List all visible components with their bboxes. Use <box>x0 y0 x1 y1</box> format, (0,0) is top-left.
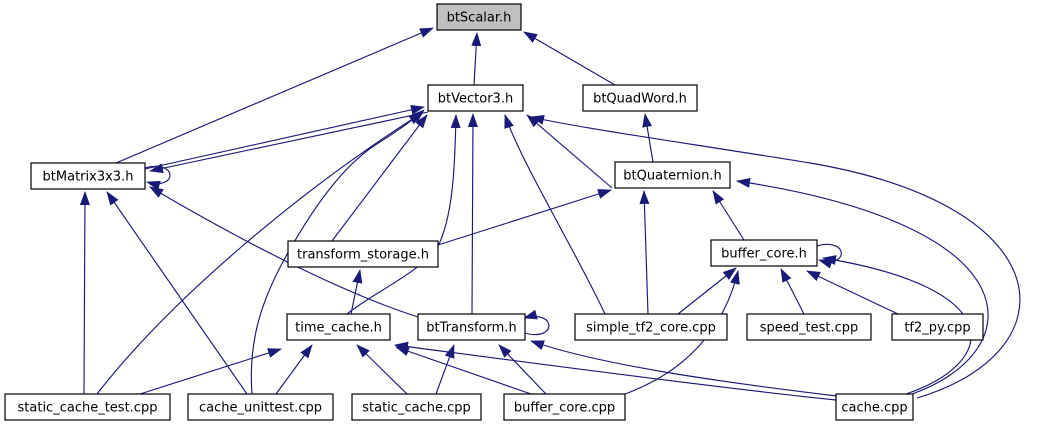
graph-node-simple_tf2_core[interactable]: simple_tf2_core.cpp <box>574 313 728 341</box>
graph-node-btQuadWord[interactable]: btQuadWord.h <box>582 84 698 112</box>
graph-edge-transform_storage-to-btQuaternion <box>437 189 612 246</box>
graph-node-buffer_core_cpp[interactable]: buffer_core.cpp <box>503 393 626 421</box>
graph-edge-cache_unittest-to-btMatrix3x3 <box>106 191 248 395</box>
graph-edge-static_cache_test-to-btMatrix3x3 <box>79 191 90 395</box>
graph-node-time_cache[interactable]: time_cache.h <box>286 313 391 341</box>
node-box-tf2_py[interactable] <box>891 313 984 341</box>
graph-edge-btMatrix3x3-to-btScalar <box>115 27 434 164</box>
graph-node-btScalar[interactable]: btScalar.h <box>436 3 522 31</box>
node-label-btQuadWord: btQuadWord.h <box>593 92 687 107</box>
node-label-btQuaternion: btQuaternion.h <box>623 169 721 184</box>
graph-edge-cache_cpp-to-btVector3 <box>530 114 1021 399</box>
node-box-time_cache[interactable] <box>286 313 391 341</box>
graph-edge-btMatrix3x3-to-btMatrix3x3 <box>144 165 171 191</box>
node-box-buffer_core_h[interactable] <box>710 239 818 267</box>
graph-edge-speed_test-to-buffer_core_h <box>780 268 805 315</box>
graph-edge-btMatrix3x3-to-btVector3 <box>144 104 425 170</box>
graph-node-btQuaternion[interactable]: btQuaternion.h <box>614 161 731 189</box>
node-label-speed_test: speed_test.cpp <box>760 321 859 336</box>
graph-edge-buffer_core_cpp-to-buffer_core_h <box>624 270 740 395</box>
graph-edge-transform_storage-to-btVector3 <box>331 114 428 242</box>
graph-edge-static_cache-to-btTransform <box>435 344 455 395</box>
node-box-transform_storage[interactable] <box>287 240 439 268</box>
node-box-btScalar[interactable] <box>436 3 522 31</box>
graph-edge-btQuadWord-to-btScalar <box>523 31 616 86</box>
node-label-btTransform: btTransform.h <box>426 321 516 336</box>
node-box-cache_cpp[interactable] <box>835 393 914 421</box>
graph-edge-btVector3-to-btMatrix3x3 <box>149 111 429 174</box>
node-label-btVector3: btVector3.h <box>438 92 513 107</box>
graph-node-btVector3[interactable]: btVector3.h <box>427 84 524 112</box>
graph-edge-static_cache_test-to-btVector3 <box>96 112 423 395</box>
node-box-btQuadWord[interactable] <box>582 84 698 112</box>
graph-node-transform_storage[interactable]: transform_storage.h <box>287 240 439 268</box>
graph-edge-buffer_core_cpp-to-btTransform <box>498 344 547 395</box>
graph-edges-layer <box>79 27 1021 401</box>
node-box-btQuaternion[interactable] <box>614 161 731 189</box>
node-box-buffer_core_cpp[interactable] <box>503 393 626 421</box>
node-label-cache_unittest: cache_unittest.cpp <box>199 401 322 416</box>
node-label-buffer_core_h: buffer_core.h <box>721 247 807 262</box>
graph-edge-btTransform-to-btTransform <box>523 309 550 336</box>
node-box-btVector3[interactable] <box>427 84 524 112</box>
node-box-btTransform[interactable] <box>417 313 526 341</box>
node-label-cache_cpp: cache.cpp <box>841 401 907 416</box>
node-label-buffer_core_cpp: buffer_core.cpp <box>514 401 615 416</box>
graph-edge-btVector3-to-btScalar <box>471 32 482 86</box>
graph-edge-static_cache-to-time_cache <box>356 344 408 395</box>
node-label-btScalar: btScalar.h <box>447 11 512 26</box>
graph-node-buffer_core_h[interactable]: buffer_core.h <box>710 239 818 267</box>
node-label-time_cache: time_cache.h <box>295 321 382 336</box>
node-label-btMatrix3x3: btMatrix3x3.h <box>43 170 134 185</box>
node-label-transform_storage: transform_storage.h <box>297 248 429 263</box>
graph-node-btTransform[interactable]: btTransform.h <box>417 313 526 341</box>
graph-edge-time_cache-to-btVector3 <box>346 114 461 315</box>
node-label-simple_tf2_core: simple_tf2_core.cpp <box>586 321 716 336</box>
graph-node-speed_test[interactable]: speed_test.cpp <box>746 313 872 341</box>
node-box-speed_test[interactable] <box>746 313 872 341</box>
graph-edge-buffer_core_h-to-btQuaternion <box>712 190 745 241</box>
graph-edge-buffer_core_cpp-to-time_cache <box>395 346 532 395</box>
node-box-btMatrix3x3[interactable] <box>30 162 146 190</box>
node-label-static_cache_test: static_cache_test.cpp <box>18 401 158 416</box>
graph-edge-static_cache_test-to-time_cache <box>139 348 282 395</box>
graph-node-cache_cpp[interactable]: cache.cpp <box>835 393 914 421</box>
graph-node-tf2_py[interactable]: tf2_py.cpp <box>891 313 984 341</box>
graph-nodes-layer: btScalar.h btVector3.h btQuadWord.h btMatri… <box>4 3 984 421</box>
graph-edge-simple_tf2_core-to-btQuaternion <box>639 190 650 315</box>
node-box-simple_tf2_core[interactable] <box>574 313 728 341</box>
node-box-cache_unittest[interactable] <box>187 393 334 421</box>
node-label-static_cache: static_cache.cpp <box>362 401 470 416</box>
graph-edge-simple_tf2_core-to-btVector3 <box>504 114 606 315</box>
graph-edge-cache_cpp-to-btTransform <box>530 340 838 397</box>
graph-node-static_cache_test[interactable]: static_cache_test.cpp <box>4 393 171 421</box>
graph-edge-cache_unittest-to-btVector3 <box>250 109 425 395</box>
graph-edge-cache_cpp-to-time_cache <box>394 341 837 401</box>
graph-node-cache_unittest[interactable]: cache_unittest.cpp <box>187 393 334 421</box>
graph-edge-time_cache-to-transform_storage <box>350 269 363 315</box>
graph-edge-cache_unittest-to-time_cache <box>275 344 313 395</box>
graph-edge-cache_cpp-to-btQuaternion <box>736 177 989 395</box>
graph-edge-tf2_py-to-buffer_core_h <box>806 270 899 315</box>
graph-edge-btQuaternion-to-btVector3 <box>526 114 613 189</box>
graph-node-static_cache[interactable]: static_cache.cpp <box>351 393 482 421</box>
node-box-static_cache_test[interactable] <box>4 393 171 421</box>
graph-edge-simple_tf2_core-to-buffer_core_h <box>677 267 737 315</box>
node-box-static_cache[interactable] <box>351 393 482 421</box>
node-label-tf2_py: tf2_py.cpp <box>904 321 970 336</box>
graph-node-btMatrix3x3[interactable]: btMatrix3x3.h <box>30 162 146 190</box>
graph-edge-btTransform-to-btVector3 <box>467 113 478 315</box>
